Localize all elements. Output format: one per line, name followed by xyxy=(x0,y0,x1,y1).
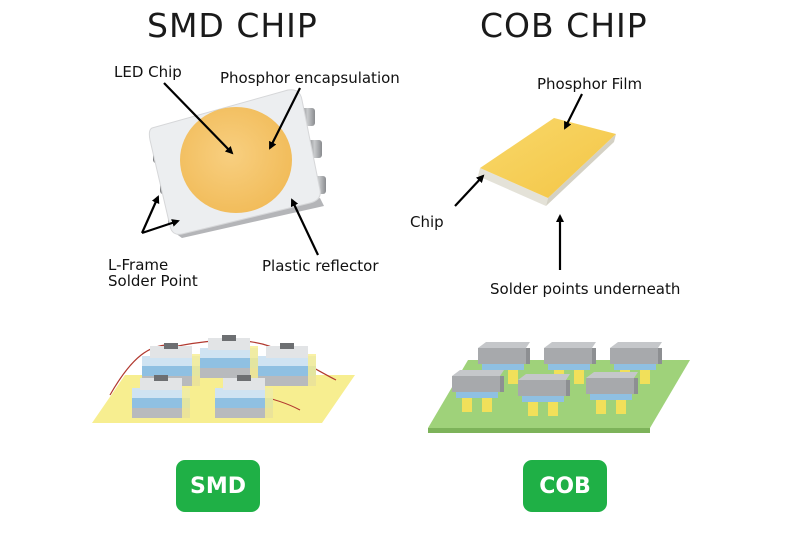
chip-base xyxy=(546,134,616,206)
cob-cell xyxy=(518,374,570,416)
smd-chip-title: SMD CHIP xyxy=(147,6,318,45)
label-plastic-reflector: Plastic reflector xyxy=(262,257,379,275)
label-chip: Chip xyxy=(410,213,444,231)
arrow-phosphor xyxy=(269,87,301,150)
arrow-solder-point xyxy=(141,219,180,235)
smd-cell xyxy=(132,375,190,418)
cob-cell xyxy=(452,370,504,412)
smd-package xyxy=(148,89,326,238)
label-l-frame: L-Frame xyxy=(108,256,169,274)
label-solder-point: Solder Point xyxy=(108,272,198,290)
smd-cell xyxy=(215,375,273,418)
cob-badge: COB xyxy=(523,460,607,512)
smd-cell xyxy=(258,343,316,386)
phosphor-film xyxy=(480,118,616,198)
cob-board-illustration xyxy=(428,342,690,433)
cob-chip-title: COB CHIP xyxy=(480,6,648,45)
cob-callout-arrows xyxy=(454,93,583,270)
smd-callout-arrows xyxy=(140,82,319,256)
cob-cell xyxy=(586,372,638,414)
phosphor-encapsulation xyxy=(180,107,292,213)
cob-cell xyxy=(610,342,662,384)
arrow-phosphor-film xyxy=(564,93,583,130)
arrow-chip xyxy=(454,174,485,207)
arrow-plastic-reflector xyxy=(290,198,319,256)
smd-cell xyxy=(200,335,258,378)
smd-badge: SMD xyxy=(176,460,260,512)
smd-board-illustration xyxy=(92,335,355,423)
label-phosphor-encapsulation: Phosphor encapsulation xyxy=(220,69,400,87)
label-led-chip: LED Chip xyxy=(114,63,182,81)
chip-base xyxy=(478,168,548,206)
label-solder-points-underneath: Solder points underneath xyxy=(490,280,681,298)
arrow-led-chip xyxy=(163,82,234,155)
arrow-solder-point xyxy=(140,195,160,234)
label-phosphor-film: Phosphor Film xyxy=(537,75,643,93)
cob-board-edge xyxy=(428,428,650,433)
cob-film xyxy=(478,118,616,206)
